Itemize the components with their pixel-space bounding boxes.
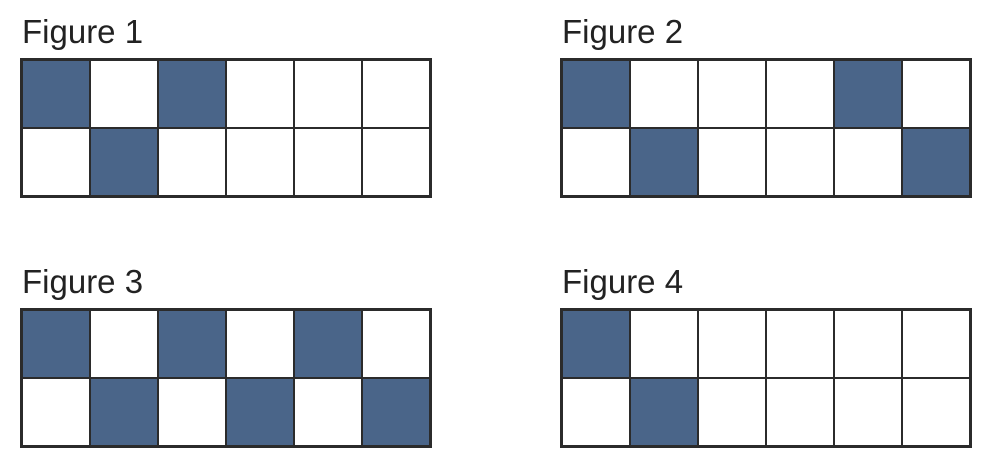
shaded-cell — [901, 127, 971, 197]
shaded-cell — [225, 377, 295, 447]
empty-cell — [629, 59, 699, 129]
empty-cell — [21, 127, 91, 197]
shaded-cell — [629, 377, 699, 447]
empty-cell — [225, 127, 295, 197]
figure-title: Figure 4 — [562, 263, 684, 300]
shaded-cell — [89, 377, 159, 447]
empty-cell — [833, 309, 903, 379]
figure-4: Figure 4 — [560, 262, 972, 448]
empty-cell — [561, 127, 631, 197]
empty-cell — [901, 309, 971, 379]
empty-cell — [293, 127, 363, 197]
shaded-cell — [561, 59, 631, 129]
shaded-cell — [629, 127, 699, 197]
empty-cell — [361, 127, 431, 197]
shaded-cell — [89, 127, 159, 197]
empty-cell — [901, 59, 971, 129]
empty-cell — [697, 377, 767, 447]
shaded-cell — [561, 309, 631, 379]
empty-cell — [361, 309, 431, 379]
shaded-cell — [293, 309, 363, 379]
empty-cell — [833, 377, 903, 447]
figure-title: Figure 1 — [22, 13, 144, 50]
shaded-cell — [21, 309, 91, 379]
shaded-cell — [157, 309, 227, 379]
figure-grid — [20, 308, 432, 448]
empty-cell — [697, 309, 767, 379]
empty-cell — [21, 377, 91, 447]
empty-cell — [157, 127, 227, 197]
empty-cell — [765, 309, 835, 379]
figure-grid — [560, 58, 972, 198]
empty-cell — [293, 59, 363, 129]
empty-cell — [225, 59, 295, 129]
figure-title: Figure 2 — [562, 13, 684, 50]
figure-2: Figure 2 — [560, 12, 972, 198]
empty-cell — [89, 309, 159, 379]
empty-cell — [225, 309, 295, 379]
empty-cell — [901, 377, 971, 447]
shaded-cell — [833, 59, 903, 129]
empty-cell — [157, 377, 227, 447]
empty-cell — [697, 59, 767, 129]
empty-cell — [561, 377, 631, 447]
empty-cell — [629, 309, 699, 379]
figure-1: Figure 1 — [20, 12, 432, 198]
empty-cell — [697, 127, 767, 197]
empty-cell — [765, 59, 835, 129]
shaded-cell — [157, 59, 227, 129]
figure-grid — [20, 58, 432, 198]
empty-cell — [765, 127, 835, 197]
empty-cell — [293, 377, 363, 447]
figure-grid — [560, 308, 972, 448]
shaded-cell — [21, 59, 91, 129]
empty-cell — [833, 127, 903, 197]
figure-title: Figure 3 — [22, 263, 144, 300]
shaded-cell — [361, 377, 431, 447]
empty-cell — [361, 59, 431, 129]
figure-3: Figure 3 — [20, 262, 432, 448]
empty-cell — [765, 377, 835, 447]
empty-cell — [89, 59, 159, 129]
